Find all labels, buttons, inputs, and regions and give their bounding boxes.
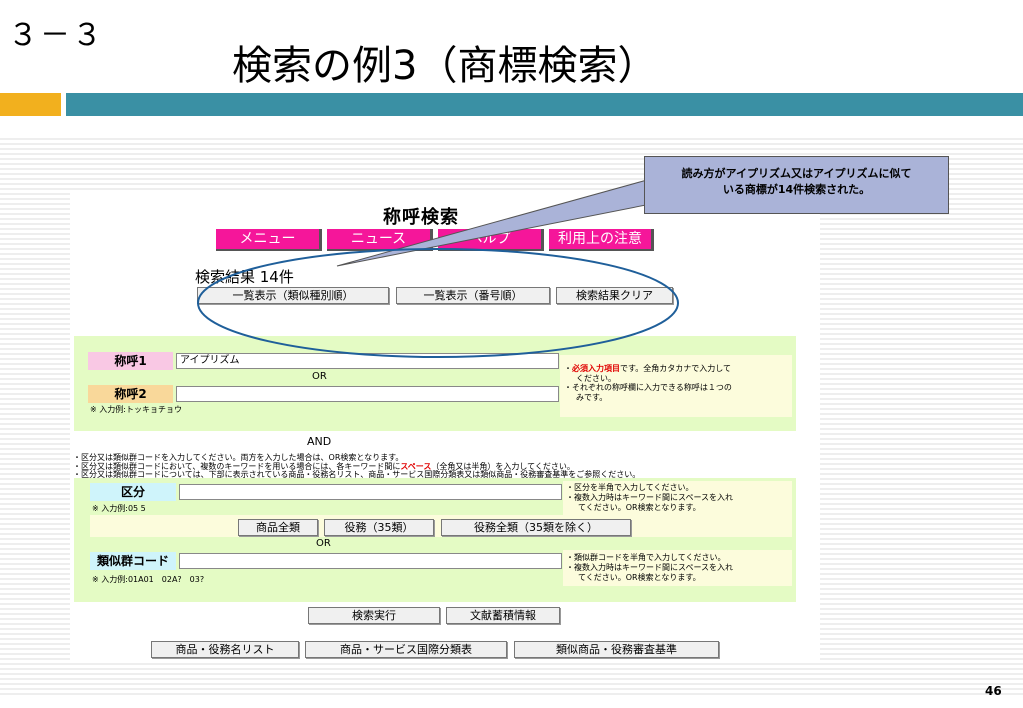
instruction-line-1: ・区分又は類似群コードを入力してください。両方を入力した場合は、OR検索となりま… — [73, 453, 404, 462]
callout-line-2: いる商標が14件検索された。 — [722, 183, 871, 196]
kubun-or-label: OR — [316, 538, 331, 549]
list-by-number-button[interactable]: 一覧表示（番号順） — [396, 287, 550, 304]
instruction-line-3: ・区分又は類似群コードについては、下部に表示されている商品・役務名リスト、商品・… — [73, 470, 641, 479]
shoko-or-label: OR — [312, 371, 327, 382]
ruiji-notes: ・類似群コードを半角で入力してください。 ・複数入力時はキーワード間にスペースを… — [566, 553, 734, 582]
page-number: 46 — [985, 684, 1002, 698]
kubun-label: 区分 — [90, 483, 176, 501]
shoko-note-2: ・それぞれの称呼欄に入力できる称呼は１つの みです。 — [564, 383, 732, 402]
slide-section-number: ３－３ — [8, 18, 104, 53]
shoko-note-1-line2: ください。 — [576, 374, 616, 383]
shoko2-label: 称呼2 — [88, 385, 173, 403]
shoko1-label: 称呼1 — [88, 352, 173, 370]
shoko2-input[interactable] — [176, 386, 559, 402]
ruiji-note-2-line1: 複数入力時はキーワード間にスペースを入れ — [574, 563, 734, 572]
clear-results-button[interactable]: 検索結果クリア — [556, 287, 673, 304]
search-result-count: 検索結果 14件 — [195, 268, 294, 286]
nav-menu-button[interactable]: メニュー — [216, 229, 322, 251]
nav-notice-button[interactable]: 利用上の注意 — [549, 229, 654, 251]
goods-all-class-button[interactable]: 商品全類 — [238, 519, 318, 536]
instruction-line-2-post: （全角又は半角）を入力してください。 — [431, 462, 575, 471]
callout-line-1: 読み方がアイプリズム又はアイプリズムに似て — [681, 167, 912, 180]
and-label: AND — [307, 435, 332, 448]
goods-service-list-button[interactable]: 商品・役務名リスト — [151, 641, 299, 658]
shoko-example: ※ 入力例:トッキョチョウ — [90, 405, 182, 414]
kubun-note-1: 区分を半角で入力してください。 — [574, 483, 694, 492]
list-by-similarity-button[interactable]: 一覧表示（類似種別順） — [197, 287, 389, 304]
app-title: 称呼検索 — [383, 207, 459, 228]
service-all-class-button[interactable]: 役務全類（35類を除く） — [441, 519, 631, 536]
bunken-info-button[interactable]: 文献蓄積情報 — [446, 607, 560, 624]
kubun-notes: ・区分を半角で入力してください。 ・複数入力時はキーワード間にスペースを入れ て… — [566, 483, 734, 512]
required-marker: 必須入力項目 — [572, 364, 620, 373]
nav-news-button[interactable]: ニュース — [327, 229, 433, 251]
shoko-note-2-line1: それぞれの称呼欄に入力できる称呼は１つの — [572, 383, 732, 392]
header-bar-teal — [66, 93, 1023, 116]
shoko-note-box — [560, 355, 792, 417]
ruiji-note-2-line2: てください。OR検索となります。 — [578, 573, 701, 582]
ruiji-label: 類似群コード — [90, 552, 176, 570]
shoko1-input[interactable]: アイプリズム — [176, 353, 559, 369]
nav-help-button[interactable]: ヘルプ — [438, 229, 544, 251]
kubun-note-2-line1: 複数入力時はキーワード間にスペースを入れ — [574, 493, 734, 502]
intl-classification-button[interactable]: 商品・サービス国際分類表 — [305, 641, 507, 658]
kubun-example: ※ 入力例:05 5 — [92, 504, 146, 513]
kubun-note-2-line2: てください。OR検索となります。 — [578, 503, 701, 512]
ruiji-note-box — [563, 550, 792, 586]
shoko-note-2-line2: みです。 — [576, 393, 608, 402]
search-execute-button[interactable]: 検索実行 — [308, 607, 440, 624]
instruction-line-2: ・区分又は類似群コードにおいて、複数のキーワードを用いる場合には、各キーワード間… — [73, 461, 575, 472]
slide-title: 検索の例3（商標検索） — [232, 43, 658, 89]
ruiji-input[interactable] — [179, 553, 562, 569]
similar-goods-standard-button[interactable]: 類似商品・役務審査基準 — [514, 641, 719, 658]
service-35-button[interactable]: 役務（35類） — [324, 519, 434, 536]
shoko-note-1: ・必須入力項目です。全角カタカナで入力して ください。 — [564, 364, 731, 383]
callout-box: 読み方がアイプリズム又はアイプリズムに似て いる商標が14件検索された。 — [644, 156, 949, 214]
header-bar-orange — [0, 93, 61, 116]
shoko-note-1-text: です。全角カタカナで入力して — [620, 364, 731, 373]
kubun-note-box — [563, 481, 792, 515]
instruction-line-2-pre: ・区分又は類似群コードにおいて、複数のキーワードを用いる場合には、各キーワード間… — [73, 462, 401, 471]
ruiji-note-1: 類似群コードを半角で入力してください。 — [574, 553, 726, 562]
kubun-input[interactable] — [179, 484, 562, 500]
instruction-line-2-red: スペース — [400, 462, 432, 471]
ruiji-example: ※ 入力例:01A01 02A? 03? — [92, 575, 205, 584]
